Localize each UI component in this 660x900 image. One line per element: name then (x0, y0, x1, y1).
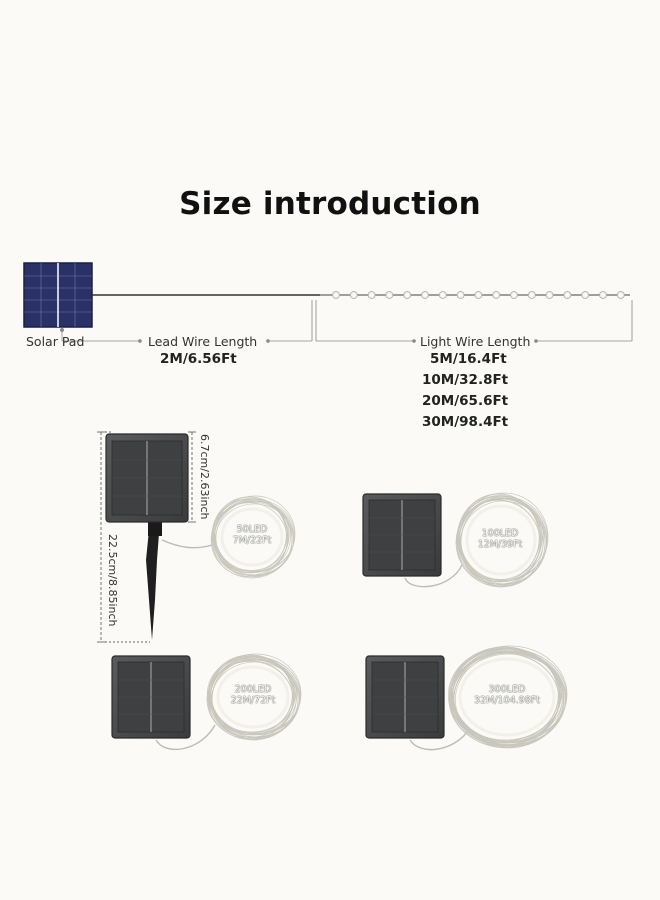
lead-wire-bracket (60, 300, 313, 343)
coil-ring (206, 661, 294, 738)
bulb-icon (456, 291, 465, 299)
coil-ring (214, 495, 296, 573)
coil-ring (451, 652, 566, 746)
light-wire-value-4: 30M/98.4Ft (422, 414, 509, 430)
bulb-icon (545, 291, 554, 299)
coil-50led-text: 50LED 7M/22Ft (212, 524, 292, 546)
bulb-icon (349, 291, 358, 299)
coil-50led (210, 495, 296, 579)
coil-ring (459, 497, 542, 582)
bulb-icon (474, 291, 483, 299)
coil-100led (455, 492, 549, 588)
bulb-icon (332, 291, 340, 299)
coil-ring (459, 492, 549, 582)
coil-100led-count: 100LED (481, 528, 519, 539)
solar-pad-label: Solar Pad (26, 334, 85, 349)
coil-ring (453, 651, 563, 748)
coil-200led-count: 200LED (234, 684, 272, 695)
coil-ring (455, 500, 541, 585)
coil-50led-length: 7M/22Ft (232, 535, 272, 546)
coil-ring (206, 655, 296, 733)
coil-100led-text: 100LED 12M/39Ft (460, 528, 540, 550)
coil-200led-text: 200LED 22M/72Ft (208, 684, 298, 706)
coil-ring (457, 495, 545, 583)
light-wire (320, 291, 630, 299)
total-height-label: 22.5cm/8.85inch (106, 534, 119, 627)
dimension-lines (97, 431, 196, 643)
bulb-icon (616, 291, 625, 299)
coil-ring (458, 497, 546, 587)
coil-200led (206, 653, 302, 741)
bulb-icon (581, 291, 590, 299)
coil-ring (213, 500, 293, 578)
coil-100led-length: 12M/39Ft (477, 539, 523, 550)
bulb-icon (492, 291, 501, 299)
coil-300led-text: 300LED 32M/104.98Ft (452, 684, 562, 706)
bulb-icon (403, 291, 412, 299)
coil-ring (212, 498, 292, 574)
light-wire-value-1: 5M/16.4Ft (430, 351, 507, 367)
coil-200led-length: 22M/72Ft (230, 695, 276, 706)
product-200led-panel (111, 655, 216, 751)
light-wire-value-3: 20M/65.6Ft (422, 393, 509, 409)
bulb-icon (563, 291, 572, 299)
coil-ring (210, 656, 301, 736)
bulb-icon (527, 291, 536, 299)
coil-ring (460, 498, 544, 587)
product-300led-panel (365, 655, 471, 751)
solar-pad-icon (23, 262, 93, 328)
lead-wire-label: Lead Wire Length (148, 334, 258, 349)
bulb-icon (599, 291, 607, 299)
light-wire-value-2: 10M/32.8Ft (422, 372, 509, 388)
coil-ring (210, 502, 288, 578)
coil-300led-count: 300LED (488, 684, 526, 695)
light-wire-label: Light Wire Length (420, 334, 531, 349)
coil-ring (458, 657, 556, 737)
coil-ring (447, 646, 561, 744)
coil-300led (447, 645, 568, 749)
light-wire-bracket (315, 300, 633, 343)
coil-ring (216, 665, 290, 729)
product-100led-panel (362, 493, 463, 588)
bulb-icon (421, 291, 429, 299)
product-50led-panel (105, 433, 213, 640)
bulb-icon (367, 291, 376, 299)
bulb-icon (510, 291, 518, 299)
page-title: Size introduction (179, 186, 481, 222)
coil-ring (465, 504, 537, 576)
coil-300led-length: 32M/104.98Ft (474, 695, 540, 706)
coil-ring (220, 507, 284, 567)
bulb-icon (385, 291, 394, 299)
coil-ring (209, 658, 299, 740)
coil-50led-count: 50LED (236, 524, 268, 535)
panel-height-label: 6.7cm/2.63inch (198, 434, 211, 520)
coil-ring (448, 647, 562, 741)
coil-ring (214, 500, 289, 573)
coil-ring (211, 659, 297, 740)
bulb-icon (438, 291, 447, 299)
lead-wire-value: 2M/6.56Ft (160, 351, 237, 367)
